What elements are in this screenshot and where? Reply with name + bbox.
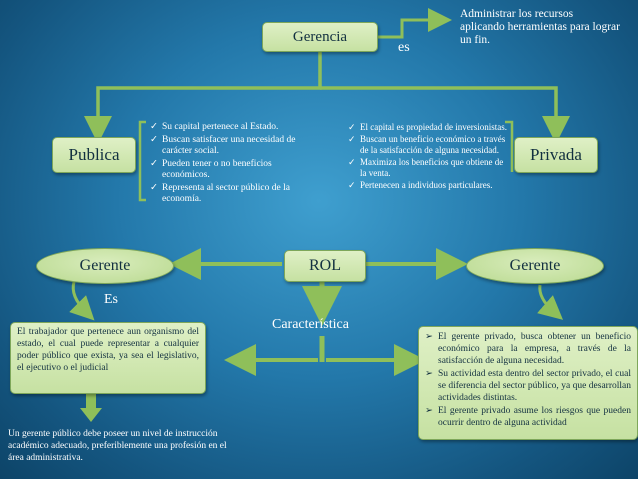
- gerente-left-to-def-line: [69, 281, 95, 321]
- check-icon: ✓: [348, 157, 356, 167]
- check-icon: ✓: [150, 122, 158, 132]
- gerente-publico-definition: El trabajador que pertenece aun organism…: [17, 327, 199, 373]
- list-item: ➢El gerente privado, busca obtener un be…: [425, 332, 631, 366]
- gerente-privado-box: ➢El gerente privado, busca obtener un be…: [418, 326, 638, 440]
- left-down-arrow-head: [80, 408, 102, 422]
- gerente-publico-definition-box: El trabajador que pertenece aun organism…: [10, 322, 206, 394]
- publica-bracket: [138, 120, 146, 202]
- arrow-bullet-icon: ➢: [425, 369, 433, 379]
- list-item: ✓Buscan un beneficio económico a través …: [348, 134, 506, 155]
- es-top-label: es: [398, 40, 410, 55]
- publica-bullets: ✓Su capital pertenece al Estado. ✓Buscan…: [150, 122, 315, 207]
- rol-label: ROL: [309, 257, 341, 274]
- list-item: ➢El gerente privado asume los riesgos qu…: [425, 406, 631, 428]
- gerente-right-to-desc-line: [537, 284, 564, 320]
- gerencia-label: Gerencia: [292, 28, 348, 45]
- list-item: ✓Maximiza los beneficios que obtiene de …: [348, 157, 504, 178]
- privada-label: Privada: [530, 145, 582, 164]
- check-icon: ✓: [150, 158, 158, 169]
- left-down-arrow-body: [86, 392, 96, 410]
- list-item: ✓Representa al sector público de la econ…: [150, 182, 290, 205]
- privada-node: Privada: [514, 137, 598, 173]
- es-left-label: Es: [104, 292, 118, 307]
- list-item: ✓Buscan satisfacer una necesidad de cará…: [150, 134, 296, 157]
- list-item: ✓El capital es propiedad de inversionist…: [348, 122, 507, 132]
- privada-bracket: [505, 120, 514, 172]
- publica-label: Publica: [68, 145, 120, 164]
- check-icon: ✓: [348, 134, 356, 144]
- gerencia-to-privada-line: [320, 86, 570, 144]
- admin-text: Administrar los recursos aplicando herra…: [460, 8, 620, 46]
- list-item: ✓Pueden tener o no beneficios económicos…: [150, 158, 272, 181]
- publica-node: Publica: [52, 137, 136, 173]
- gerencia-to-admin-line: [378, 8, 452, 39]
- rol-node: ROL: [284, 250, 366, 282]
- arrow-bullet-icon: ➢: [425, 332, 433, 342]
- gerencia-to-publica-line: [84, 52, 322, 144]
- gerente-left-label: Gerente: [79, 257, 131, 274]
- check-icon: ✓: [348, 122, 356, 132]
- gerente-left-node: Gerente: [36, 248, 174, 284]
- privada-bullets: ✓El capital es propiedad de inversionist…: [348, 122, 508, 192]
- list-item: ➢Su actividad esta dentro del sector pri…: [425, 369, 631, 403]
- list-item: ✓Su capital pertenece al Estado.: [150, 122, 279, 132]
- check-icon: ✓: [150, 134, 158, 145]
- arrow-bullet-icon: ➢: [425, 406, 433, 416]
- check-icon: ✓: [348, 180, 356, 190]
- gerente-publico-requirement: Un gerente público debe poseer un nivel …: [8, 429, 227, 463]
- caracteristica-label: Característica: [272, 317, 349, 332]
- gerente-right-node: Gerente: [466, 248, 604, 284]
- gerente-right-label: Gerente: [509, 257, 561, 274]
- check-icon: ✓: [150, 182, 158, 193]
- list-item: ✓Pertenecen a individuos particulares.: [348, 180, 493, 190]
- gerencia-node: Gerencia: [262, 22, 378, 52]
